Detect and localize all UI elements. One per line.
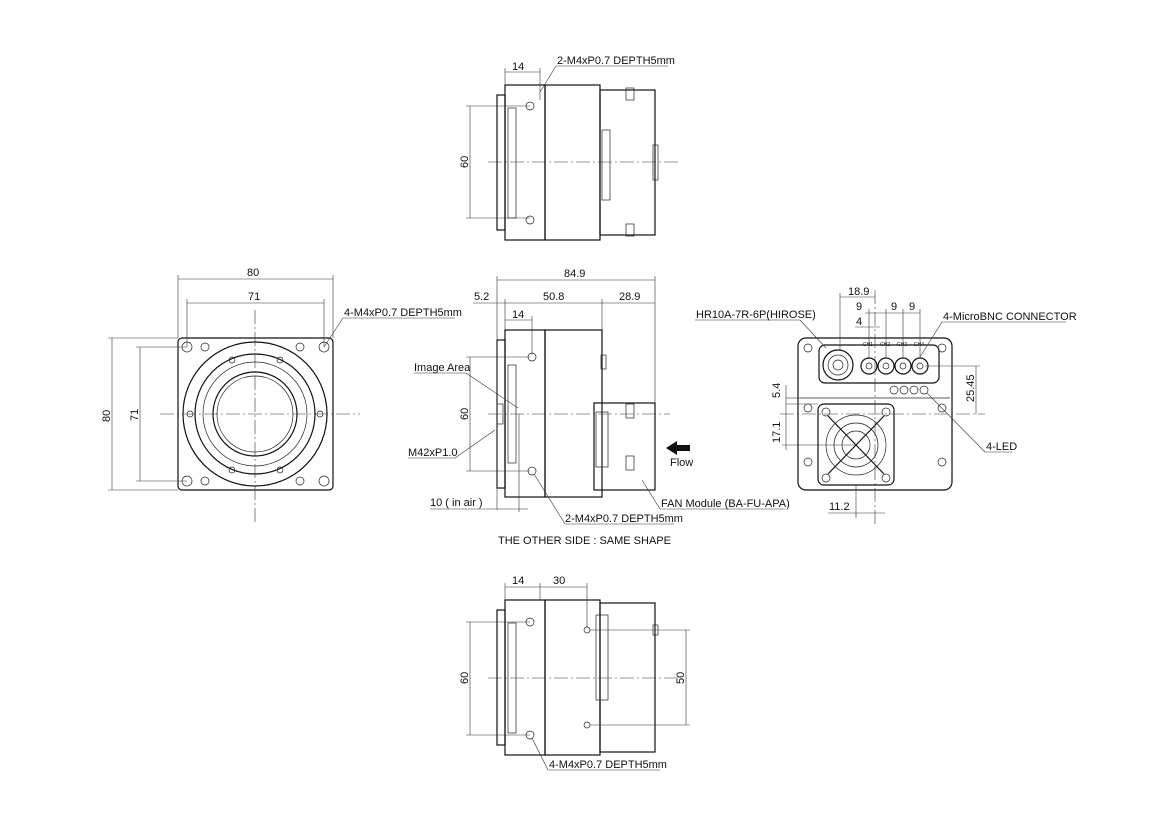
dim-71-horizontal: 71 <box>248 291 260 303</box>
dim-80-horizontal: 80 <box>247 267 259 279</box>
fan-module-label: FAN Module (BA-FU-APA) <box>661 498 790 510</box>
side-view: 84.9 5.2 50.8 28.9 14 60 Image Area M42x… <box>408 268 790 547</box>
dim-80-vertical: 80 <box>101 410 113 422</box>
dim-14: 14 <box>512 309 524 321</box>
hole-label: 4-M4xP0.7 DEPTH5mm <box>344 307 462 319</box>
dim-25-45: 25.45 <box>965 374 977 402</box>
fan-icon <box>817 403 895 486</box>
dim-17-1: 17.1 <box>771 422 783 443</box>
dim-11-2: 11.2 <box>829 501 850 513</box>
dim-60: 60 <box>459 408 471 420</box>
leds <box>889 385 929 395</box>
dim-5-2: 5.2 <box>474 291 489 303</box>
hole-label: 2-M4xP0.7 DEPTH5mm <box>557 55 675 67</box>
dim-9-b: 9 <box>891 301 897 313</box>
bnc-connector-label: 4-MicroBNC CONNECTOR <box>943 311 1077 323</box>
dim-14: 14 <box>512 61 524 73</box>
flow-label: Flow <box>670 457 693 469</box>
dim-14: 14 <box>512 575 524 587</box>
hirose-connector-label: HR10A-7R-6P(HIROSE) <box>696 309 816 321</box>
ch2-label: CH2 <box>880 342 890 348</box>
mount-holes <box>181 341 330 487</box>
front-view: 80 71 80 71 4-M4xP0.7 DEPTH5mm <box>101 267 462 525</box>
dim-9-c: 9 <box>909 301 915 313</box>
dim-50: 50 <box>675 672 687 684</box>
bnc-connectors: CH1 CH2 CH3 CH4 <box>860 342 929 375</box>
ch1-label: CH1 <box>863 342 873 348</box>
flow-arrow-icon <box>666 441 690 455</box>
top-view: 14 2-M4xP0.7 DEPTH5mm 60 <box>459 55 680 241</box>
dim-60: 60 <box>459 156 471 168</box>
dim-28-9: 28.9 <box>619 291 640 303</box>
hole-label: 4-M4xP0.7 DEPTH5mm <box>549 759 667 771</box>
dim-84-9: 84.9 <box>564 268 585 280</box>
other-side-note: THE OTHER SIDE : SAME SHAPE <box>498 535 671 547</box>
ch3-label: CH3 <box>897 342 907 348</box>
dim-5-4: 5.4 <box>771 383 783 398</box>
dim-50-8: 50.8 <box>543 291 564 303</box>
dim-60: 60 <box>459 672 471 684</box>
dim-4: 4 <box>856 316 862 328</box>
dim-9-a: 9 <box>856 301 862 313</box>
ch4-label: CH4 <box>914 342 924 348</box>
dim-18-9: 18.9 <box>848 286 869 298</box>
hole-label: 2-M4xP0.7 DEPTH5mm <box>565 513 683 525</box>
mount-label: M42xP1.0 <box>408 447 458 459</box>
led-label: 4-LED <box>986 441 1017 453</box>
flange-distance-label: 10 ( in air ) <box>430 497 483 509</box>
rear-view: CH1 CH2 CH3 CH4 18.9 9 9 9 4 <box>695 286 1077 525</box>
dim-30: 30 <box>553 575 565 587</box>
dim-71-vertical: 71 <box>129 409 141 421</box>
bottom-view: 14 30 60 50 4-M4xP0.7 DEPTH5mm <box>459 575 690 771</box>
image-area-label: Image Area <box>414 362 471 374</box>
